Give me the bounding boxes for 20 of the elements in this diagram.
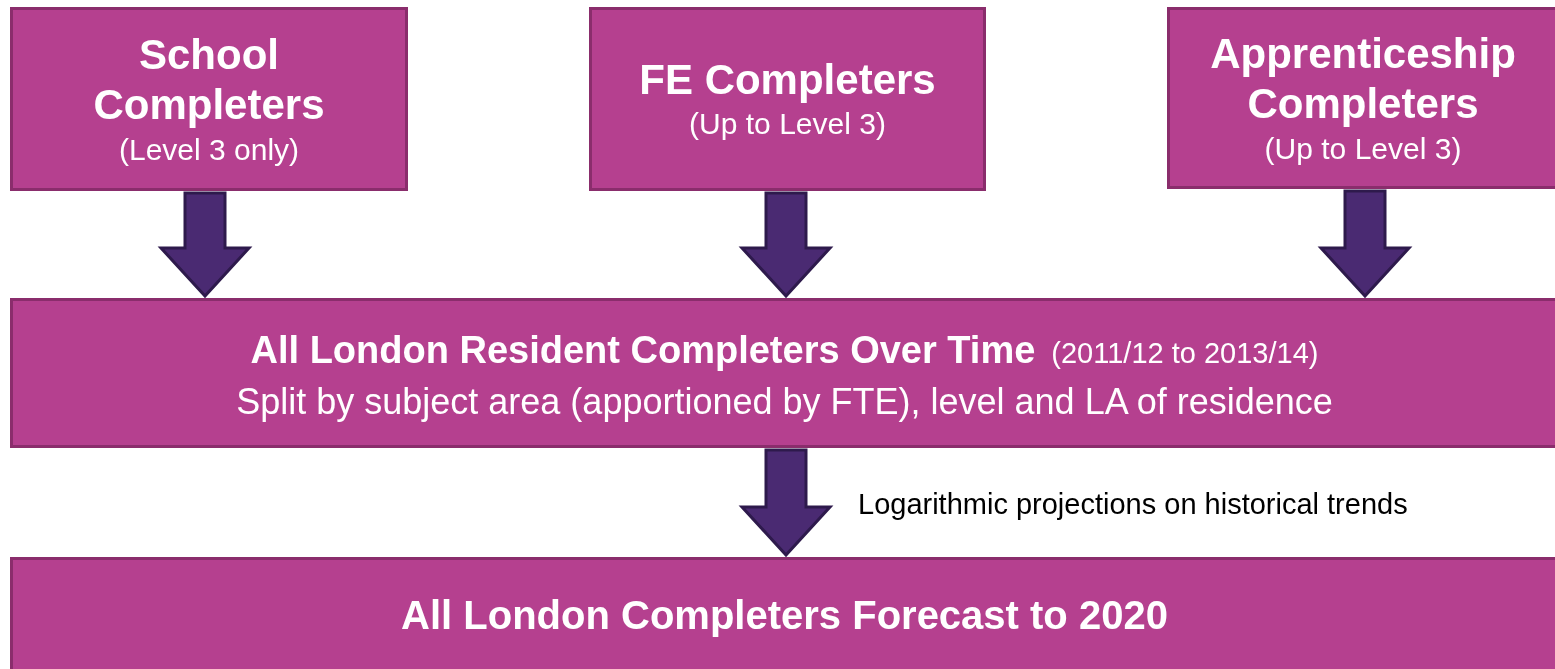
forecast-band: [10, 557, 1555, 669]
band-heading: All London Completers Forecast to 2020: [401, 592, 1168, 639]
dataset-band: [10, 298, 1555, 448]
box-subtitle: (Up to Level 3): [689, 106, 886, 143]
down-arrow: [1317, 189, 1413, 299]
date-range: (2011/12 to 2013/14): [1051, 336, 1319, 371]
box-heading: FE Completers: [639, 55, 936, 106]
box-heading: School Completers: [92, 29, 326, 131]
box-heading: Apprenticeship Completers: [1209, 28, 1517, 130]
down-arrow: [157, 191, 253, 299]
source-box: [1167, 7, 1555, 189]
edge-label: Logarithmic projections on historical trends: [858, 490, 1408, 519]
down-arrow: [738, 191, 834, 299]
band-description: Split by subject area (apportioned by FTE), level and LA of residence: [236, 380, 1333, 424]
box-subtitle: (Up to Level 3): [1264, 130, 1462, 167]
box-subtitle: (Level 3 only): [118, 131, 300, 168]
source-box: [10, 7, 408, 191]
band-heading: All London Resident Completers Over Time: [250, 328, 1036, 373]
source-box: [589, 7, 986, 191]
down-arrow: [738, 448, 834, 558]
